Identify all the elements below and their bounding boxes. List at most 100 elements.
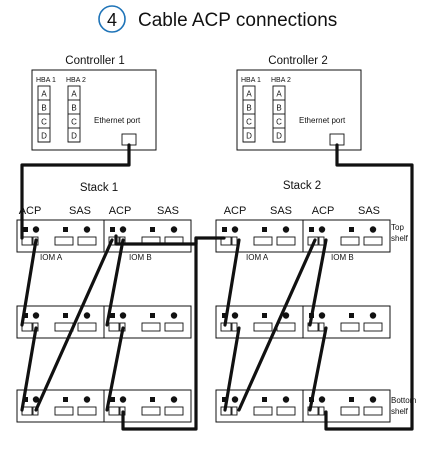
cable-controller1-to-stack1 [20, 143, 131, 240]
hba2-port-b: B [276, 104, 281, 113]
iom-module [302, 305, 391, 339]
sas-port-a [141, 322, 161, 332]
sas-port-square [349, 313, 354, 318]
iom-module [302, 219, 391, 253]
iom-module [16, 389, 105, 423]
stack-2-acp-header-b: ACP [312, 205, 335, 217]
cable-controller2-to-stack2 [324, 143, 414, 431]
acp-port-square [222, 397, 227, 402]
sas-port-dot [282, 312, 290, 319]
sas-port-dot [282, 226, 290, 233]
acp-port-square [222, 227, 227, 232]
acp-port-lower-small [231, 406, 238, 416]
controller-1-chassis [31, 69, 157, 151]
controller-2-hba2-label: HBA 2 [271, 77, 291, 84]
hba1-port-b: B [246, 104, 251, 113]
acp-port-lower [220, 236, 232, 246]
sas-port-square [63, 397, 68, 402]
sas-port-b [164, 322, 184, 332]
acp-port-lower [21, 322, 33, 332]
sas-port-dot [369, 396, 377, 403]
hba1-port-d: D [41, 132, 47, 141]
stack-1-sas-header-a: SAS [69, 205, 91, 217]
sas-port-a [340, 406, 360, 416]
acp-port-lower [108, 322, 120, 332]
stack-2-sas-header-b: SAS [358, 205, 380, 217]
acp-port-dot [318, 312, 326, 319]
controller-1-label: Controller 1 [65, 55, 124, 67]
stack-2-shelf-1 [215, 219, 391, 253]
stack-2-label: Stack 2 [283, 180, 321, 192]
iom-module [302, 389, 391, 423]
acp-port-square [309, 227, 314, 232]
sas-port-a [253, 406, 273, 416]
cable-stack1-iomb-shelf1-to-shelf2 [105, 238, 125, 327]
sas-port-a [54, 406, 74, 416]
sas-port-dot [170, 396, 178, 403]
stack-1-acp-header-b: ACP [109, 205, 132, 217]
sas-port-b [363, 322, 383, 332]
acp-port-square [222, 313, 227, 318]
controller-1-hba2-label: HBA 2 [66, 77, 86, 84]
stack-2-sas-header-a: SAS [270, 205, 292, 217]
iom-module [16, 219, 105, 253]
iom-module [103, 389, 192, 423]
acp-port-dot [318, 396, 326, 403]
controller-2-chassis [236, 69, 362, 151]
stack-2-iom-a-label: IOM A [246, 253, 269, 262]
acp-port-dot [32, 226, 40, 233]
acp-port-dot [318, 226, 326, 233]
cable-stack1-crossover [34, 238, 114, 412]
hba2-port-d: D [276, 132, 282, 141]
iom-module [215, 305, 304, 339]
hba1-port-c: C [41, 118, 47, 127]
stack-2-shelf-3 [215, 389, 391, 423]
acp-port-dot [119, 396, 127, 403]
acp-cables [20, 143, 414, 431]
acp-port-square [110, 227, 115, 232]
stack-2-module-headers: ACP SAS ACP SAS [224, 205, 380, 217]
acp-port-lower-small [231, 236, 238, 246]
cable-stack2-crossover [237, 238, 317, 412]
stack-1-shelf-1 [16, 219, 192, 253]
hba1-port-c: C [246, 118, 252, 127]
sas-port-b [77, 406, 97, 416]
sas-port-dot [369, 312, 377, 319]
sas-port-dot [369, 226, 377, 233]
iom-module [16, 305, 105, 339]
sas-port-b [77, 322, 97, 332]
sas-port-square [150, 397, 155, 402]
bottom-shelf-label-line1: Bottom [391, 396, 417, 405]
acp-port-dot [231, 312, 239, 319]
sas-port-a [340, 236, 360, 246]
acp-port-lower [21, 236, 33, 246]
sas-port-square [262, 397, 267, 402]
stack-1-shelf-2 [16, 305, 192, 339]
acp-port-square [23, 313, 28, 318]
sas-port-a [54, 236, 74, 246]
controller-1-ethernet-label: Ethernet port [94, 116, 141, 125]
step-number: 4 [107, 10, 117, 30]
stack-1-sas-header-b: SAS [157, 205, 179, 217]
acp-port-dot [32, 396, 40, 403]
stack-2-acp-header-a: ACP [224, 205, 247, 217]
step-number-badge [98, 5, 126, 33]
acp-port-square [23, 397, 28, 402]
cable-stack1-shelf1-to-shelf2 [20, 238, 38, 327]
hba2-port-c: C [276, 118, 282, 127]
sas-port-a [141, 406, 161, 416]
cable-stack1-return [121, 236, 198, 431]
disk-shelves [16, 219, 391, 423]
sas-port-b [276, 406, 296, 416]
iom-module [215, 389, 304, 423]
acp-port-lower [108, 236, 120, 246]
hba2-port-b: B [71, 104, 76, 113]
acp-port-dot [231, 396, 239, 403]
acp-port-lower [307, 406, 319, 416]
cable-stack1-iomb-shelf2-to-shelf3 [105, 326, 125, 412]
cable-stack2-shelf2-to-shelf3 [223, 326, 241, 412]
acp-port-square [110, 397, 115, 402]
hba1-port-d: D [246, 132, 252, 141]
